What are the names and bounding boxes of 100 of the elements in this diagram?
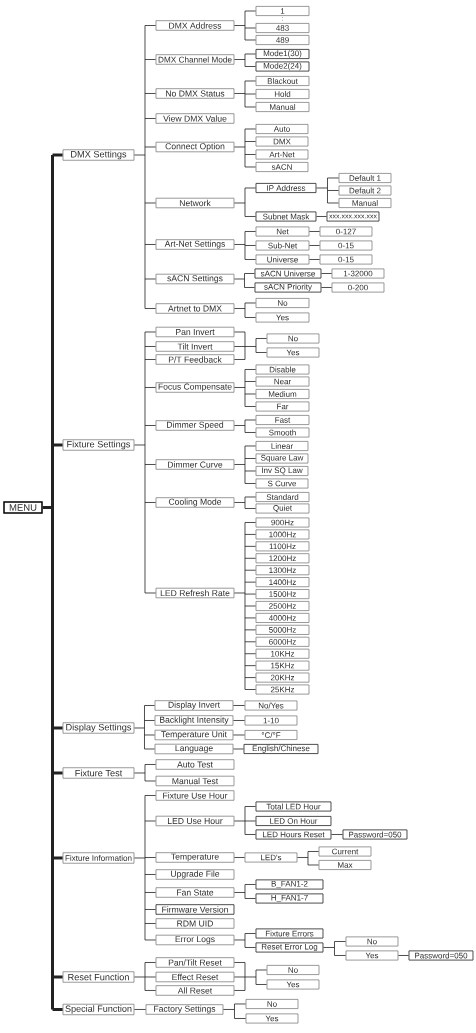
option-box: No xyxy=(266,333,320,344)
connector-line xyxy=(234,990,246,991)
branch-line xyxy=(244,369,256,370)
option-box: Yes xyxy=(345,950,399,961)
branch-line xyxy=(244,259,256,260)
connector-line xyxy=(234,359,246,360)
trunk-line xyxy=(297,851,309,866)
branch-line xyxy=(244,128,256,130)
option-box: Current xyxy=(318,846,372,857)
branch-line xyxy=(244,677,256,678)
connector-line xyxy=(134,1009,146,1010)
branch-line xyxy=(255,352,267,353)
branch-line xyxy=(52,443,63,447)
option-box: H_FAN1-7 xyxy=(255,893,324,904)
branch-line xyxy=(244,419,256,421)
option-box: Mode1(30) xyxy=(255,48,310,60)
option-box: sACN Priority xyxy=(254,282,322,293)
option-box: LED On Hour xyxy=(255,815,332,827)
submenu-box: Connect Option xyxy=(155,141,235,153)
option-box: 1000Hz xyxy=(255,529,310,540)
root-box: MENU xyxy=(3,501,43,514)
branch-line xyxy=(234,1003,246,1005)
branch-line xyxy=(52,1008,63,1011)
option-box: Inv SQ Law xyxy=(255,466,309,476)
option-box: Yes xyxy=(245,1013,299,1024)
trunk-line xyxy=(234,80,246,108)
branch-line xyxy=(144,748,155,750)
submenu-box: Upgrade File xyxy=(155,869,235,880)
option-box: S Curve xyxy=(255,478,309,489)
branch-line xyxy=(144,93,156,94)
branch-line xyxy=(144,720,155,721)
option-box: 1500Hz xyxy=(255,589,310,600)
branch-line xyxy=(244,617,256,619)
category-box: DMX Settings xyxy=(62,149,135,161)
branch-line xyxy=(244,605,256,607)
option-box: B_FAN1-2 xyxy=(255,879,324,890)
branch-line xyxy=(334,955,346,956)
category-box: Display Settings xyxy=(62,722,135,734)
submenu-box: Effect Reset xyxy=(155,971,235,983)
submenu-box: DMX Channel Mode xyxy=(155,54,235,65)
option-box: Total LED Hour xyxy=(255,801,332,812)
branch-line xyxy=(144,734,155,736)
option-box: Yes xyxy=(266,347,320,358)
connector-line xyxy=(398,955,409,956)
branch-line xyxy=(244,545,256,547)
branch-line xyxy=(244,432,256,433)
branch-line xyxy=(244,496,256,498)
branch-line xyxy=(244,820,256,822)
connector-line xyxy=(234,331,246,333)
option-box: Manual xyxy=(255,102,310,112)
branch-line xyxy=(52,726,63,730)
option-box: sACN xyxy=(255,162,309,172)
option-box: Yes xyxy=(266,979,320,990)
option-box: 0-15 xyxy=(319,254,373,265)
option-box: Disable xyxy=(255,364,310,375)
branch-line xyxy=(144,387,156,388)
branch-line xyxy=(244,393,256,395)
branch-line xyxy=(144,857,156,858)
option-box: 1200Hz xyxy=(255,553,310,564)
connector-line xyxy=(234,857,245,858)
branch-line xyxy=(144,464,156,465)
trunk-line xyxy=(234,10,246,41)
submenu-box: Fan State xyxy=(155,887,235,898)
option-box: Smooth xyxy=(255,427,310,438)
submenu-box: RDM UID xyxy=(155,918,235,929)
connector-line xyxy=(233,720,245,721)
branch-line xyxy=(244,470,256,472)
option-box: Subnet Mask xyxy=(255,211,317,222)
submenu-box: P/T Feedback xyxy=(155,354,235,365)
option-box: 489 xyxy=(255,35,310,45)
connector-line xyxy=(321,273,332,274)
branch-line xyxy=(52,153,63,157)
branch-line xyxy=(244,557,256,559)
branch-line xyxy=(244,508,256,509)
branch-line xyxy=(144,359,156,360)
branch-line xyxy=(144,976,156,978)
branch-line xyxy=(244,641,256,643)
connector-line xyxy=(309,245,320,246)
option-box: LED Hours Reset xyxy=(255,829,332,840)
submenu-box: sACN Settings xyxy=(155,273,235,285)
branch-line xyxy=(255,969,267,971)
connector-line xyxy=(331,834,343,835)
submenu-box: View DMX Value xyxy=(155,113,235,124)
branch-line xyxy=(52,771,63,775)
submenu-box: LED Refresh Rate xyxy=(155,587,235,599)
category-box: Reset Function xyxy=(62,971,135,983)
branch-line xyxy=(144,909,156,910)
option-box: DMX xyxy=(255,136,309,147)
branch-line xyxy=(144,146,156,148)
trunk-line xyxy=(234,53,246,67)
option-box: Sub-Net xyxy=(255,240,310,251)
connector-line xyxy=(309,231,320,232)
branch-line xyxy=(244,39,256,41)
trunk-line xyxy=(134,962,146,991)
connector-line xyxy=(234,346,246,347)
branch-line xyxy=(244,245,256,246)
branch-line xyxy=(144,502,156,503)
option-box: 1300Hz xyxy=(255,565,310,576)
submenu-box: Pan/Tilt Reset xyxy=(155,957,235,968)
option-box: Net xyxy=(255,226,310,237)
